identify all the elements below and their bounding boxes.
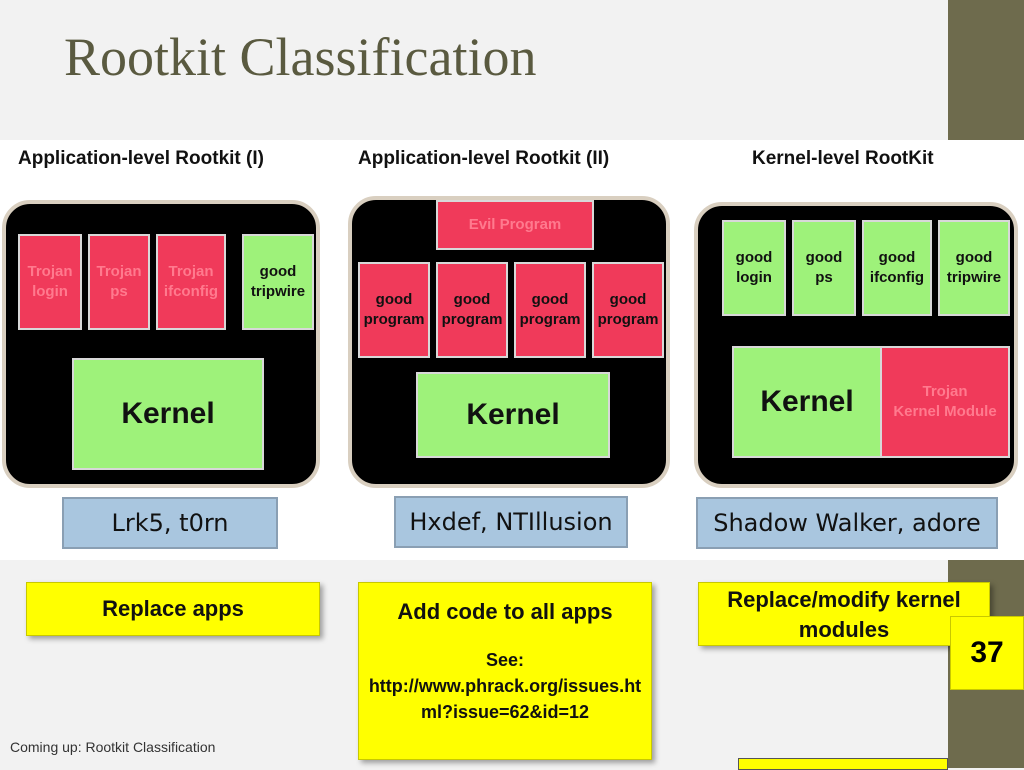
slide-title: Rootkit Classification [64,27,537,87]
note-add-code-title: Add code to all apps [397,599,613,624]
examples-tag: Hxdef, NTIllusion [394,496,628,548]
kernel-box: Kernel [416,372,610,458]
note-replace-apps: Replace apps [26,582,320,636]
examples-tag: Lrk5, t0rn [62,497,278,549]
column-heading-app-2: Application-level Rootkit (II) [358,148,610,169]
column-heading-kernel: Kernel-level RootKit [752,148,934,169]
examples-tag: Shadow Walker, adore [696,497,998,549]
note-replace-kernel-modules: Replace/modify kernel modules [698,582,990,646]
see-label: See: [485,650,525,670]
phrack-link[interactable]: http://www.phrack.org/issues.html?issue=… [368,676,642,722]
footer-text: Coming up: Rootkit Classification [10,739,216,755]
note-add-code: Add code to all apps See: http://www.phr… [358,582,652,760]
column-heading-app-1: Application-level Rootkit (I) [18,148,264,169]
kernel-box: Kernel [72,358,264,470]
kernel-box: Kernel [732,346,882,458]
page-number: 37 [950,616,1024,690]
decorative-note-stub [738,758,948,770]
evil-program-box: Evil Program [436,200,594,250]
decorative-bar-top [948,0,1024,140]
